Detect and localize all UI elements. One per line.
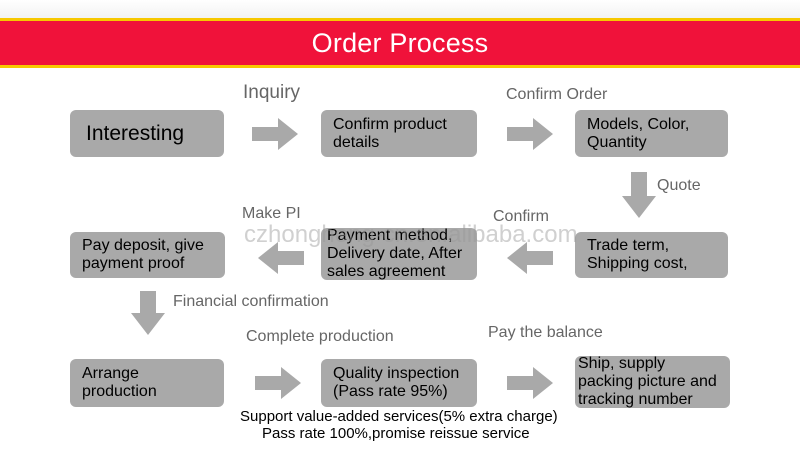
- label-inquiry: Inquiry: [243, 82, 301, 103]
- arrow-right-icon: [252, 118, 298, 150]
- label-confirm-order: Confirm Order: [506, 86, 608, 103]
- title-banner: Order Process: [0, 18, 800, 68]
- step-confirm-product: Confirm product details: [321, 110, 477, 157]
- arrow-right-icon: [507, 118, 553, 150]
- note-pass-rate: Pass rate 100%,promise reissue service: [262, 425, 530, 442]
- step-models: Models, Color, Quantity: [575, 110, 728, 157]
- page-title: Order Process: [311, 27, 489, 58]
- arrow-right-icon: [255, 367, 301, 399]
- label-quote: Quote: [657, 177, 701, 194]
- top-band: [0, 0, 800, 18]
- step-payment-method: Payment method, Delivery date, After sal…: [321, 227, 477, 280]
- label-pay-balance: Pay the balance: [488, 324, 603, 341]
- step-arrange-production: Arrange production: [70, 359, 224, 407]
- label-make-pi: Make PI: [242, 205, 301, 222]
- note-value-added: Support value-added services(5% extra ch…: [240, 408, 558, 425]
- step-quality-inspection: Quality inspection (Pass rate 95%): [321, 359, 477, 407]
- label-confirm: Confirm: [493, 208, 550, 225]
- step-trade-term: Trade term, Shipping cost,: [575, 232, 728, 278]
- label-complete-production: Complete production: [246, 328, 394, 345]
- arrow-down-icon: [131, 291, 165, 335]
- arrow-right-icon: [507, 367, 553, 399]
- step-pay-deposit: Pay deposit, give payment proof: [70, 232, 225, 278]
- step-interesting: Interesting: [70, 110, 224, 157]
- arrow-down-icon: [622, 172, 656, 218]
- label-financial-confirmation: Financial confirmation: [173, 293, 329, 310]
- step-ship: Ship, supply packing picture and trackin…: [575, 355, 730, 408]
- arrow-left-icon: [258, 242, 304, 274]
- arrow-left-icon: [507, 242, 553, 274]
